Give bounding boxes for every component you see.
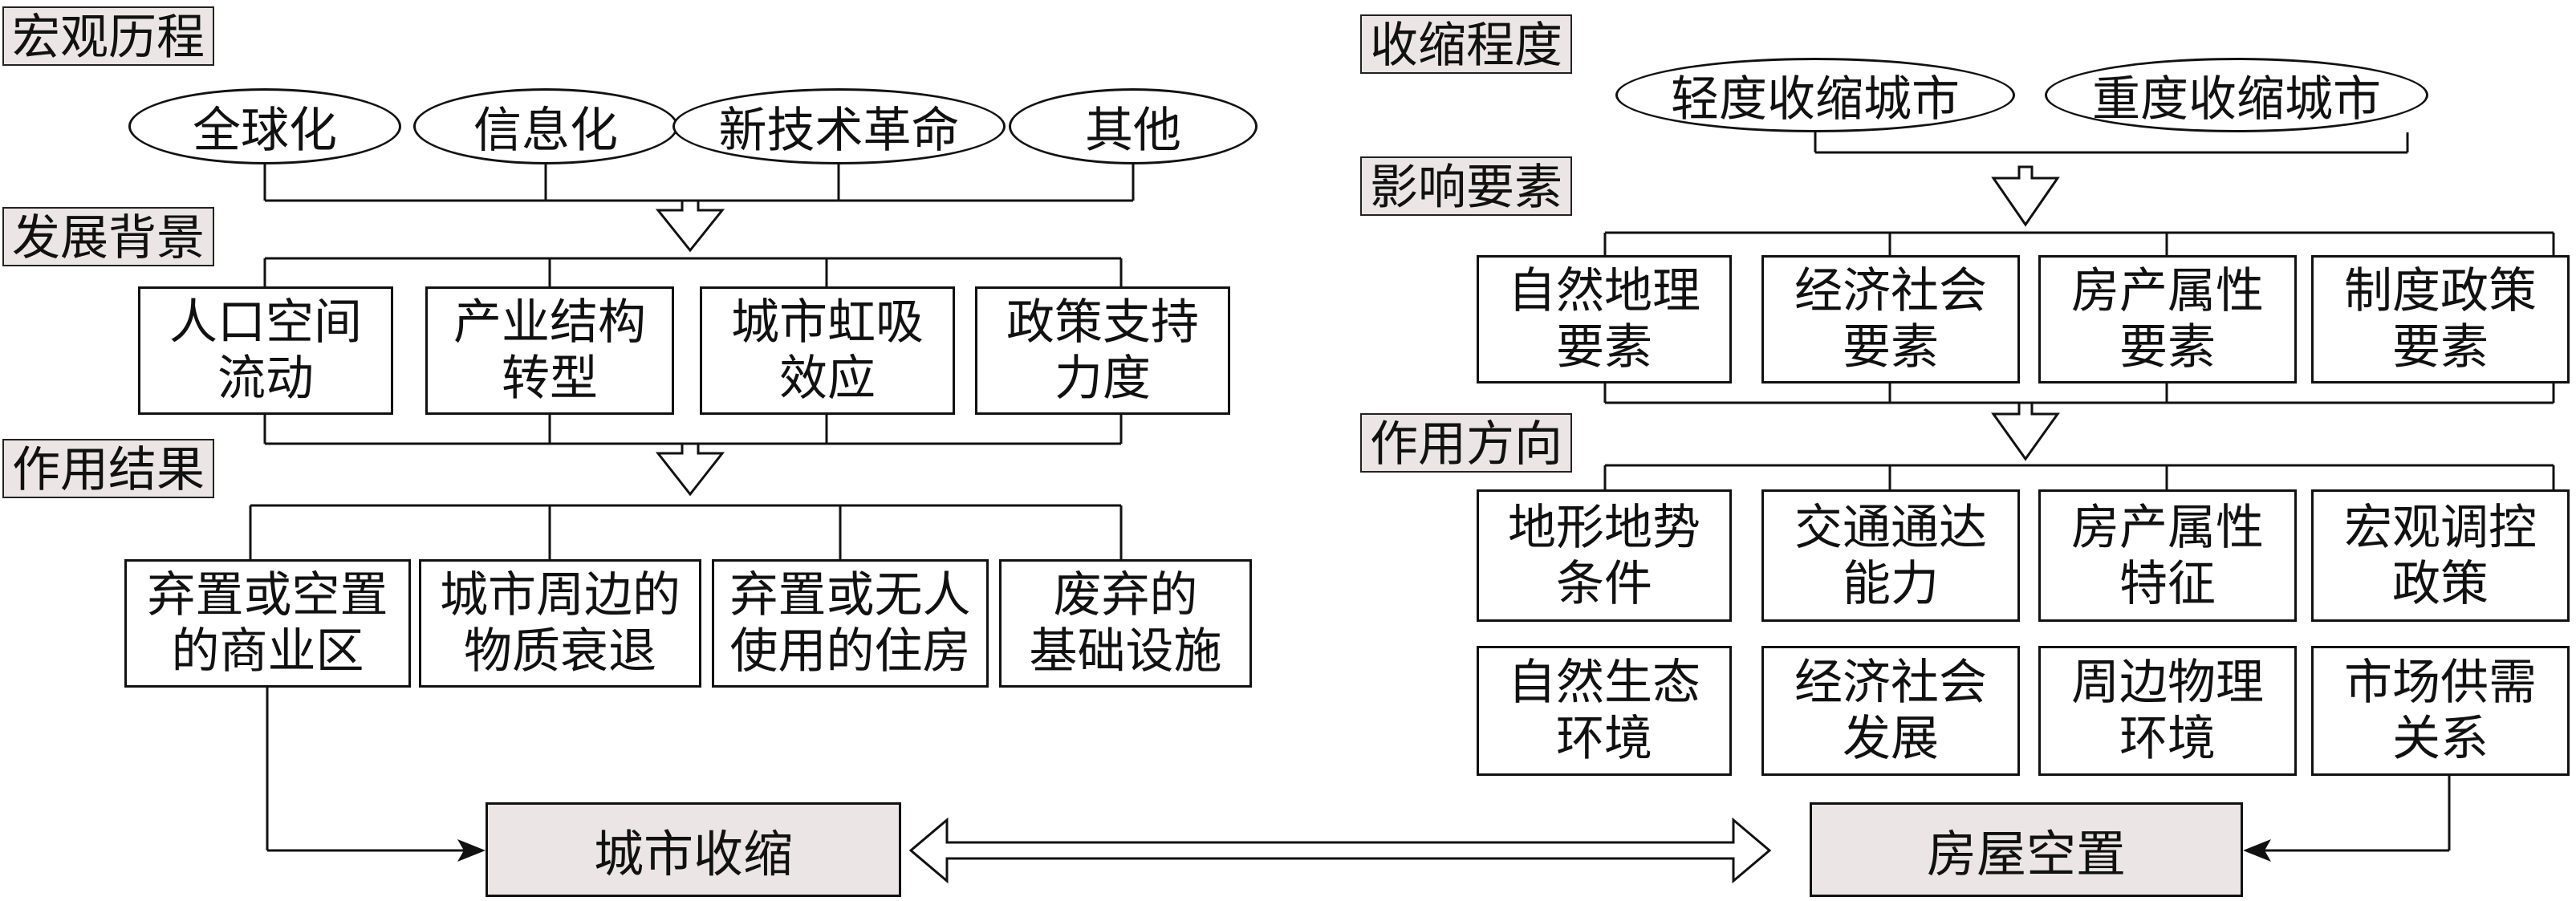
box-line: 城市周边的 — [440, 567, 681, 623]
box-line: 使用的住房 — [729, 623, 971, 680]
box-line: 能力 — [1843, 555, 1939, 612]
box-line: 政策支持 — [1006, 294, 1199, 351]
box-line: 周边物理 — [2071, 655, 2264, 711]
direction-box-property-features: 房产属性 特征 — [2038, 489, 2297, 622]
box-line: 弃置或空置 — [147, 567, 388, 623]
box-line: 环境 — [2119, 711, 2216, 767]
box-line: 弃置或无人 — [729, 567, 971, 623]
box-line: 房产属性 — [2071, 263, 2264, 319]
box-line: 地形地势 — [1508, 499, 1700, 556]
box-line: 力度 — [1054, 351, 1151, 407]
direction-box-traffic: 交通通达 能力 — [1761, 489, 2020, 622]
box-line: 发展 — [1843, 711, 1939, 767]
macro-item-tech-revolution: 新技术革命 — [672, 88, 1006, 164]
box-line: 废弃的 — [1053, 567, 1198, 623]
box-line: 自然地理 — [1508, 263, 1700, 319]
box-line: 城市虹吸 — [731, 294, 924, 351]
box-line: 要素 — [1843, 319, 1939, 375]
header-influence-factors: 影响要素 — [1360, 156, 1572, 216]
factor-box-institution: 制度政策 要素 — [2311, 255, 2570, 384]
header-action-direction: 作用方向 — [1360, 413, 1572, 473]
factor-box-property: 房产属性 要素 — [2038, 255, 2297, 384]
box-line: 政策 — [2392, 555, 2489, 612]
direction-box-market: 市场供需 关系 — [2311, 646, 2570, 776]
box-line: 基础设施 — [1029, 623, 1222, 680]
direction-box-surroundings: 周边物理 环境 — [2038, 646, 2297, 776]
box-line: 制度政策 — [2344, 263, 2537, 319]
background-box-industry: 产业结构 转型 — [425, 286, 674, 415]
box-line: 经济社会 — [1794, 263, 1987, 319]
box-line: 流动 — [217, 351, 314, 407]
box-line: 的商业区 — [171, 623, 364, 680]
header-background: 发展背景 — [2, 207, 214, 266]
result-box-decline: 城市周边的 物质衰退 — [419, 559, 701, 688]
degree-item-severe: 重度收缩城市 — [2045, 58, 2428, 132]
box-line: 市场供需 — [2344, 655, 2537, 711]
box-line: 交通通达 — [1794, 499, 1987, 556]
box-line: 经济社会 — [1794, 655, 1987, 711]
box-line: 自然生态 — [1508, 655, 1700, 711]
header-shrinkage-degree: 收缩程度 — [1360, 14, 1572, 74]
box-line: 效应 — [779, 351, 876, 407]
box-line: 特征 — [2119, 555, 2216, 612]
factor-box-natural: 自然地理 要素 — [1477, 255, 1732, 384]
background-box-policy: 政策支持 力度 — [975, 286, 1230, 415]
degree-item-light: 轻度收缩城市 — [1615, 58, 2015, 132]
box-line: 要素 — [2119, 319, 2216, 375]
city-shrinkage-box: 城市收缩 — [486, 802, 901, 897]
box-line: 物质衰退 — [464, 623, 656, 680]
macro-item-informatization: 信息化 — [413, 88, 678, 164]
box-line: 环境 — [1556, 711, 1652, 767]
direction-box-ecology: 自然生态 环境 — [1477, 646, 1732, 776]
header-macro-process: 宏观历程 — [2, 6, 214, 66]
box-line: 宏观调控 — [2344, 499, 2537, 556]
result-box-infrastructure: 废弃的 基础设施 — [999, 559, 1252, 688]
macro-item-other: 其他 — [1009, 88, 1258, 164]
box-line: 人口空间 — [169, 294, 362, 351]
box-line: 转型 — [502, 351, 598, 407]
box-line: 关系 — [2392, 711, 2489, 767]
direction-box-macro-policy: 宏观调控 政策 — [2311, 489, 2570, 622]
result-box-housing: 弃置或无人 使用的住房 — [712, 559, 989, 688]
box-line: 产业结构 — [453, 294, 646, 351]
box-line: 要素 — [2392, 319, 2489, 375]
background-box-siphon: 城市虹吸 效应 — [700, 286, 955, 415]
box-line: 条件 — [1556, 555, 1652, 612]
result-box-commercial: 弃置或空置 的商业区 — [124, 559, 411, 688]
macro-item-globalization: 全球化 — [128, 88, 401, 164]
header-result: 作用结果 — [2, 439, 214, 498]
factor-box-economic: 经济社会 要素 — [1761, 255, 2020, 384]
background-box-population: 人口空间 流动 — [138, 286, 393, 415]
housing-vacancy-box: 房屋空置 — [1810, 802, 2243, 897]
box-line: 房产属性 — [2071, 499, 2264, 556]
direction-box-terrain: 地形地势 条件 — [1477, 489, 1732, 622]
box-line: 要素 — [1556, 319, 1652, 375]
direction-box-development: 经济社会 发展 — [1761, 646, 2020, 776]
